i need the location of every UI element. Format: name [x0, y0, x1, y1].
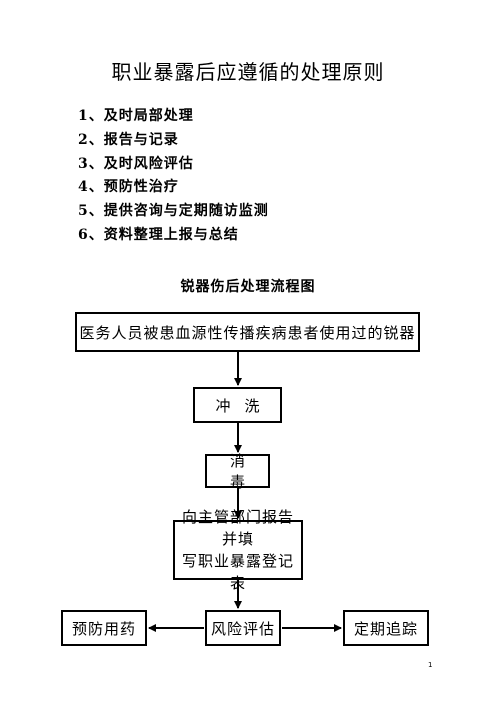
flow-node-disinfect: 消毒: [205, 452, 270, 491]
principle-item: 2、报告与记录: [78, 131, 179, 148]
report-line-2: 写职业暴露登记表: [181, 552, 294, 592]
flowchart-title: 锐器伤后处理流程图: [180, 279, 316, 295]
principles-list: 1、及时局部处理 2、报告与记录 3、及时风险评估 4、预防性治疗 5、提供咨询…: [78, 105, 269, 248]
flow-node-prevent: 预防用药: [61, 610, 147, 646]
principle-item: 5、提供咨询与定期随访监测: [78, 203, 269, 220]
document-title: 职业暴露后应遵循的处理原则: [111, 60, 385, 84]
principle-item: 3、及时风险评估: [78, 155, 194, 172]
principle-item: 4、预防性治疗: [78, 179, 179, 196]
principle-item: 6、资料整理上报与总结: [78, 226, 239, 243]
flow-node-risk: 风险评估: [205, 610, 281, 646]
flow-node-report: 向主管部门报告并填 写职业暴露登记表: [173, 508, 303, 592]
report-line-1: 向主管部门报告并填: [181, 508, 294, 548]
page-number: 1: [428, 661, 433, 669]
principle-item: 1、及时局部处理: [78, 108, 194, 124]
flow-node-wash: 冲洗: [193, 387, 282, 423]
flow-node-source: 医务人员被患血源性传播疾病患者使用过的锐器: [75, 312, 420, 352]
flow-node-follow: 定期追踪: [343, 610, 429, 646]
